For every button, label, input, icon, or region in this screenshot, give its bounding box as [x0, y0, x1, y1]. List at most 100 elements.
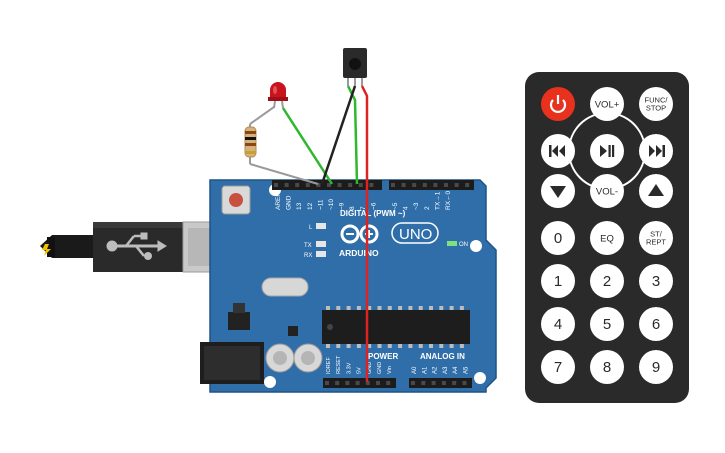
header-pin[interactable]	[386, 381, 391, 385]
header-pin[interactable]	[358, 183, 363, 187]
pin-label: IOREF	[326, 357, 332, 374]
header-pin[interactable]	[422, 183, 427, 187]
header-pin[interactable]	[369, 183, 374, 187]
remote-button-vol-down[interactable]: VOL-	[590, 174, 624, 208]
remote-button-up[interactable]	[639, 174, 673, 208]
arduino-logo-icon	[340, 224, 379, 244]
remote-button-7[interactable]: 7	[541, 350, 575, 384]
header-pin[interactable]	[337, 183, 342, 187]
remote-button-3[interactable]: 3	[639, 264, 673, 298]
power-led	[447, 241, 457, 246]
remote-button-6[interactable]: 6	[639, 307, 673, 341]
red-led[interactable]	[268, 82, 288, 101]
header-pin[interactable]	[441, 381, 446, 385]
remote-button-face	[590, 350, 624, 384]
mounting-hole	[264, 376, 276, 388]
pin-label: TX→1	[434, 191, 441, 210]
header-pin[interactable]	[376, 381, 380, 385]
header-pin[interactable]	[295, 183, 300, 187]
remote-button-func-stop[interactable]: FUNC/STOP	[639, 87, 673, 121]
remote-button-label: 8	[603, 359, 611, 376]
pin-label: 13	[296, 202, 303, 210]
remote-button-0[interactable]: 0	[541, 221, 575, 255]
reset-button[interactable]	[221, 185, 251, 215]
pin-label: GND	[377, 362, 383, 374]
remote-button-st-rept[interactable]: ST/REPT	[639, 221, 673, 255]
header-pin[interactable]	[325, 381, 329, 385]
play-pause-icon	[600, 145, 615, 157]
header-pin[interactable]	[355, 381, 360, 385]
header-pin[interactable]	[305, 183, 310, 187]
led-label-rx: RX	[304, 253, 312, 259]
wire-green-signal[interactable]	[346, 85, 359, 185]
header-pin[interactable]	[391, 183, 395, 187]
analog-header[interactable]	[409, 378, 472, 388]
header-pin[interactable]	[411, 381, 415, 385]
header-pin[interactable]	[421, 381, 426, 385]
chip-pin	[418, 306, 423, 310]
header-pin[interactable]	[433, 183, 438, 187]
remote-button-8[interactable]: 8	[590, 350, 624, 384]
header-pin[interactable]	[412, 183, 417, 187]
remote-button-1[interactable]: 1	[541, 264, 575, 298]
header-pin[interactable]	[345, 381, 350, 385]
wire-red-power[interactable]	[360, 85, 369, 382]
header-pin[interactable]	[327, 183, 331, 187]
pin-label: 12	[307, 202, 314, 210]
digital-header-right[interactable]	[389, 180, 474, 190]
remote-button-down[interactable]	[541, 174, 575, 208]
remote-button-power[interactable]	[541, 87, 575, 121]
resistor[interactable]	[244, 124, 257, 164]
wire-black-ground[interactable]	[320, 85, 357, 185]
header-pin[interactable]	[348, 183, 353, 187]
remote-button-label: 5	[603, 316, 611, 333]
header-pin[interactable]	[335, 381, 340, 385]
chip-pin	[377, 344, 382, 348]
model-label: UNO	[399, 226, 432, 243]
remote-button-4[interactable]: 4	[541, 307, 575, 341]
dc-power-jack[interactable]	[200, 342, 264, 384]
header-pin[interactable]	[284, 183, 289, 187]
remote-button-2[interactable]: 2	[590, 264, 624, 298]
header-pin[interactable]	[462, 381, 467, 385]
chip-pin	[439, 344, 444, 348]
led-lead	[273, 100, 276, 109]
remote-button-face	[639, 350, 673, 384]
header-pin[interactable]	[365, 381, 370, 385]
wire-green-led[interactable]	[281, 107, 334, 185]
pin-label: A5	[464, 366, 470, 374]
remote-button-9[interactable]: 9	[639, 350, 673, 384]
remote-button-face	[590, 221, 624, 255]
pin-label: 2	[424, 206, 431, 210]
usb-cable-strain	[47, 237, 55, 257]
header-pin[interactable]	[452, 381, 457, 385]
chip-pin	[398, 306, 403, 310]
remote-button-eq[interactable]: EQ	[590, 221, 624, 255]
header-pin[interactable]	[431, 381, 436, 385]
pin-label: 7	[360, 206, 367, 210]
header-pin[interactable]	[274, 183, 278, 187]
header-pin[interactable]	[401, 183, 406, 187]
header-pin[interactable]	[444, 183, 448, 187]
pin-label: A2	[433, 366, 439, 374]
pin-label: A1	[422, 366, 428, 374]
remote-button-face	[590, 87, 624, 121]
ir-receiver[interactable]	[343, 48, 367, 86]
chip-pin	[356, 344, 361, 348]
onboard-leds: L TX RX	[304, 223, 326, 259]
remote-button-5[interactable]: 5	[590, 307, 624, 341]
remote-button-face	[590, 264, 624, 298]
remote-button-face	[590, 174, 624, 208]
remote-button-label: 3	[652, 273, 660, 290]
remote-button-vol-up[interactable]: VOL+	[590, 87, 624, 121]
header-pin[interactable]	[316, 183, 321, 187]
pin-label: 4	[403, 206, 410, 210]
remote-button-next[interactable]	[639, 134, 673, 168]
header-pin[interactable]	[465, 183, 470, 187]
smd-chip	[288, 326, 298, 336]
remote-button-prev[interactable]	[541, 134, 575, 168]
remote-button-play-pause[interactable]	[590, 134, 624, 168]
header-pin[interactable]	[454, 183, 459, 187]
